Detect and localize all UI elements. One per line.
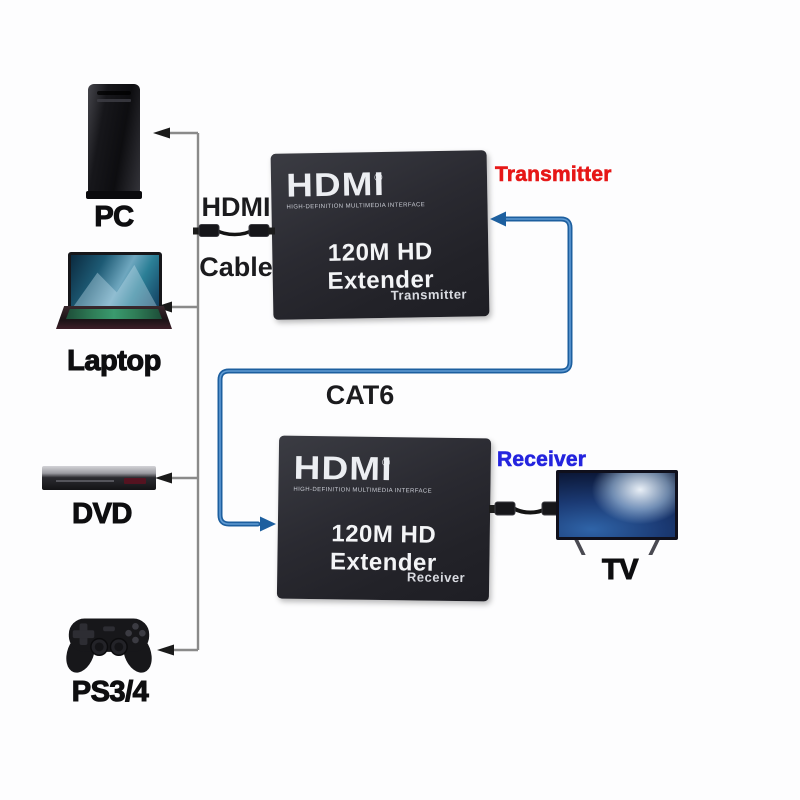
arrow-to-ps-icon — [157, 644, 174, 656]
pc-label: PC — [94, 200, 135, 233]
dvd-label: DVD — [72, 497, 133, 530]
source-arrowheads — [153, 127, 174, 656]
laptop-label: Laptop — [67, 344, 162, 377]
laptop-icon — [68, 252, 162, 313]
arrow-to-dvd-icon — [155, 472, 172, 484]
hdmi-cable-word-top: HDMI — [201, 192, 271, 222]
cat6-cable-line — [217, 211, 573, 532]
receiver-annotation: Receiver — [497, 448, 587, 472]
hdmi-cable-word-bottom: Cable — [199, 252, 273, 282]
tv-icon — [556, 470, 678, 540]
game-controller-icon — [66, 618, 152, 673]
tv-screen — [559, 473, 675, 537]
cat6-label: CAT6 — [325, 380, 395, 410]
laptop-keyboard-icon — [66, 309, 162, 319]
tv-label: TV — [601, 553, 639, 586]
hdmi-cable-right-icon — [489, 501, 563, 516]
ps-label: PS3/4 — [71, 675, 149, 708]
dvd-player-icon — [42, 466, 156, 490]
transmitter-annotation: Transmitter — [495, 163, 612, 187]
source-trunk-line — [168, 131, 200, 652]
hdmi-cable-left-icon — [193, 224, 275, 237]
arrow-to-pc-icon — [153, 127, 170, 139]
cat6-plug-at-transmitter-icon — [490, 211, 506, 227]
cat6-plug-at-receiver-icon — [260, 516, 276, 532]
pc-tower-icon — [86, 84, 142, 199]
